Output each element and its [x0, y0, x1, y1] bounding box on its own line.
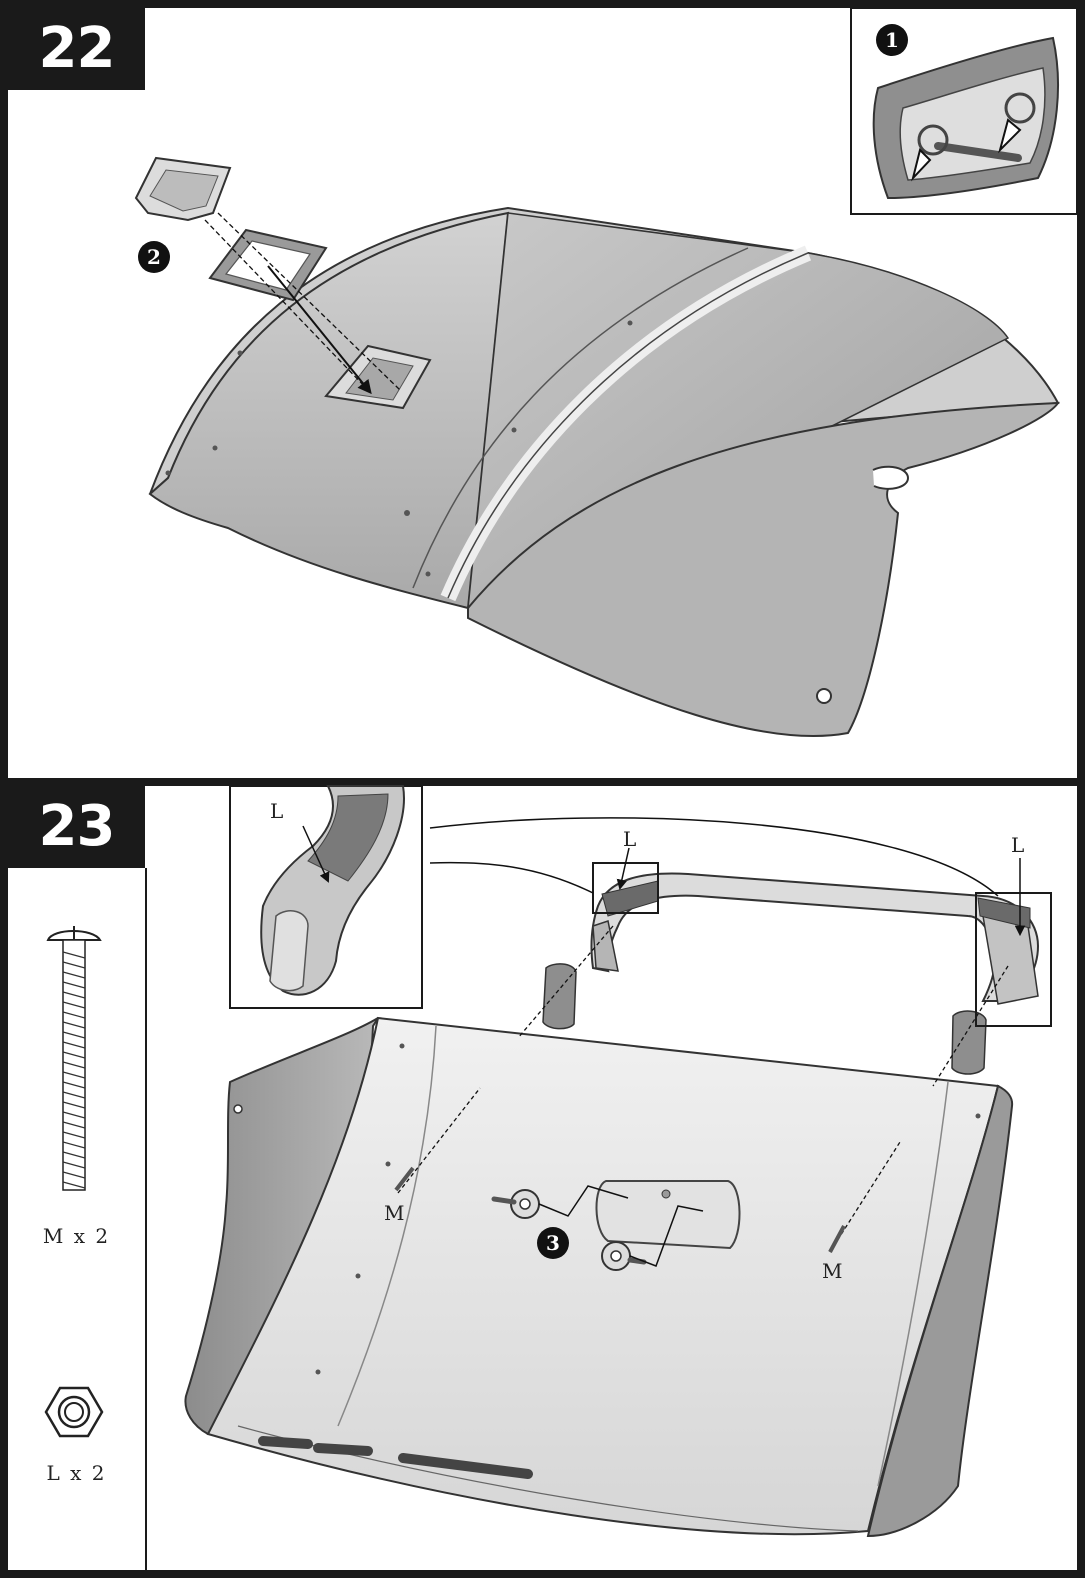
label-l-inset: L: [270, 799, 283, 823]
callout-1-number: 1: [885, 28, 899, 52]
step-23-panel: 23: [8, 786, 1077, 1570]
label-l-left: L: [623, 827, 636, 851]
callout-2-number: 2: [147, 245, 161, 269]
callout-2-badge: 2: [138, 241, 170, 273]
callout-3-badge: 3: [537, 1227, 569, 1259]
step-23-illustration: L L L M: [8, 786, 1077, 1570]
label-l-right: L: [1011, 833, 1024, 857]
inset-detail-1: 1: [851, 8, 1077, 214]
inset-detail-handle-nut: L: [230, 786, 422, 1008]
step-22-panel: 22: [8, 8, 1077, 778]
grill-firebox: [185, 1018, 1012, 1536]
step-22-illustration: 2 1: [8, 8, 1077, 778]
label-m-right: M: [822, 1259, 842, 1283]
label-m-left: M: [384, 1201, 404, 1225]
callout-3-number: 3: [546, 1231, 560, 1255]
